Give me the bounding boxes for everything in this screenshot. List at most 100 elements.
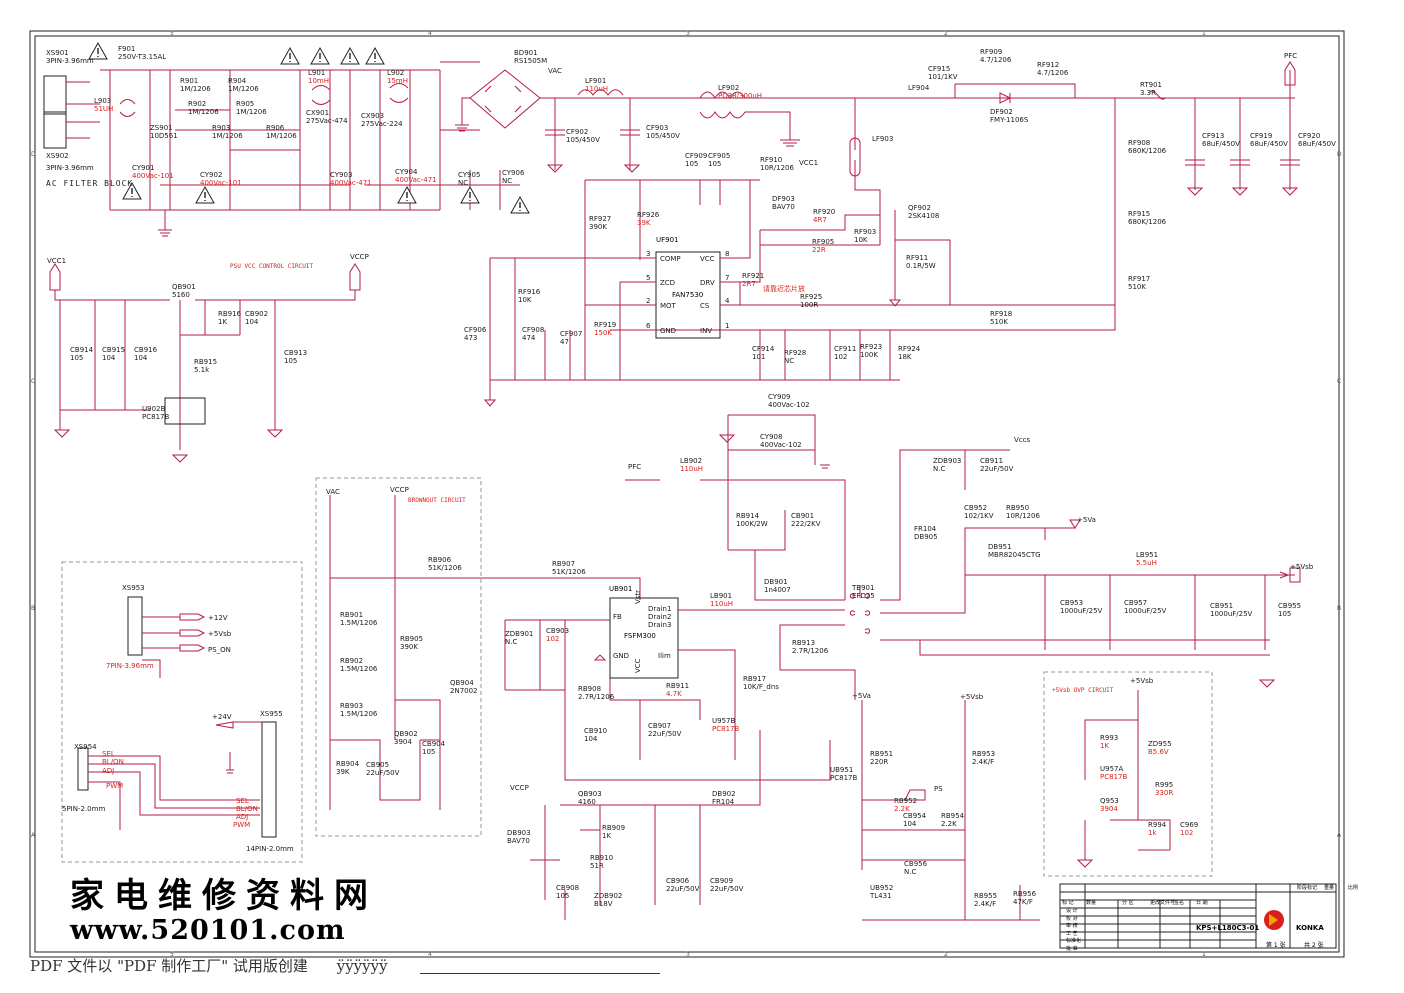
value-u957a: PC817B [1100, 773, 1127, 781]
ref-cb915: CB915 [102, 346, 125, 354]
uf901-pin-num: 5 [646, 274, 650, 282]
uf901-pin-inv: INV [700, 327, 712, 335]
ref-tb901: TB901 [851, 584, 874, 592]
schematic-labels: F901250V-T3.15ALL90351UHR9011M/1206R9021… [46, 45, 1336, 908]
value-rf916: 10K [518, 296, 532, 304]
value-cy908: 400Vac-102 [760, 441, 802, 449]
ref-cb914: CB914 [70, 346, 94, 354]
ref-rb953: RB953 [972, 750, 995, 758]
ub901-pin-drain2: Drain2 [648, 613, 671, 621]
net-adj: ADJ [102, 767, 114, 775]
ref-cb956: CB956 [904, 860, 928, 868]
ref-rb915: RB915 [194, 358, 217, 366]
zone-left-A: A [31, 832, 36, 839]
ref-rb909: RB909 [602, 824, 625, 832]
value-rf921: 2R7 [742, 280, 756, 288]
value-rb902: 1.5M/1206 [340, 665, 378, 673]
value-ub951: PC817B [830, 774, 857, 782]
net-pwm: PWM [106, 782, 123, 790]
ref-q953: Q953 [1100, 797, 1119, 805]
ref-cb909: CB909 [710, 877, 733, 885]
ref-cf913: CF913 [1202, 132, 1224, 140]
uf901-pin-num: 3 [646, 250, 650, 258]
value-bd901: RS1505M [514, 57, 547, 65]
ref-rb955: RB955 [974, 892, 997, 900]
value-rf909: 4.7/1206 [980, 56, 1012, 64]
value-cb902: 104 [245, 318, 259, 326]
value-r994: 1k [1148, 829, 1157, 837]
value-rf910: 10R/1206 [760, 164, 794, 172]
watermark-chinese: 家电维修资料网 [70, 876, 378, 916]
pdf-footer-text: PDF 文件以 "PDF 制作工厂" 试用版创建 [30, 957, 308, 975]
ref-rb951: RB951 [870, 750, 893, 758]
value-cb908: 105 [556, 892, 569, 900]
value-zs901: 10D561 [150, 132, 178, 140]
value-rf903: 10K [854, 236, 868, 244]
value-rb908: 2.7R/1206 [578, 693, 615, 701]
standby-wiring [329, 414, 1301, 921]
footer-underline [420, 973, 660, 974]
ref-cb911: CB911 [980, 457, 1003, 465]
ub901-pin-vcc: VCC [634, 658, 642, 673]
ref-cb957: CB957 [1124, 599, 1147, 607]
uf901-pin-num: 4 [725, 297, 730, 305]
ref-rf908: RF908 [1128, 139, 1150, 147]
ref-cb908: CB908 [556, 884, 579, 892]
ref-cx903: CX903 [361, 112, 384, 120]
ref-rf909: RF909 [980, 48, 1002, 56]
ref-u902b: U902B [142, 405, 165, 413]
warning-icon [310, 46, 330, 65]
value-r901: 1M/1206 [180, 85, 211, 93]
ref-rb952: RB952 [894, 797, 917, 805]
net-sel: SEL [102, 750, 115, 758]
zone-top-4: 4 [428, 30, 432, 37]
ref-df903: DF903 [772, 195, 795, 203]
ref-qb903: QB903 [578, 790, 602, 798]
warning-icon [122, 181, 142, 200]
ref-cf920: CF920 [1298, 132, 1320, 140]
value-r993: 1K [1100, 742, 1109, 750]
zone-left-D: D [31, 151, 36, 158]
warning-icon [510, 195, 530, 214]
ref-cy906: CY906 [502, 169, 525, 177]
ref-fr104: FR104 [914, 525, 937, 533]
value-rb915: 5.1k [194, 366, 210, 374]
ref-lb901: LB901 [710, 592, 732, 600]
net-vccp: VCCP [390, 486, 409, 494]
ref-xs953: XS953 [122, 584, 145, 592]
ref-cf903: CF903 [646, 124, 668, 132]
value-c969: 102 [1180, 829, 1193, 837]
net-vccp: VCCP [350, 253, 369, 261]
uf901-pin-gnd: GND [660, 327, 676, 335]
value-rt901: 3.3R [1140, 89, 1156, 97]
ref-lf904: LF904 [908, 84, 930, 92]
ref-rb950: RB950 [1006, 504, 1029, 512]
value-cf919: 68uF/450V [1250, 140, 1288, 148]
zone-top-3: 3 [686, 30, 690, 37]
value-cy905: NC [458, 179, 468, 187]
ref-db951: DB951 [988, 543, 1012, 551]
ref-lb951: LB951 [1136, 551, 1158, 559]
ref-cf902: CF902 [566, 128, 588, 136]
value-cy904: 400Vac-471 [395, 176, 437, 184]
zone-bottom-3: 3 [686, 951, 690, 958]
ref-cx901: CX901 [306, 109, 329, 117]
ref-cb901: CB901 [791, 512, 814, 520]
ref-rf928: RF928 [784, 349, 806, 357]
ref-r993: R993 [1100, 734, 1118, 742]
fsfm300-body [609, 597, 679, 679]
value-l902: 15mH [387, 77, 408, 85]
value-rf905: 22R [812, 246, 826, 254]
ref-rb956: RB956 [1013, 890, 1037, 898]
value-cy906: NC [502, 177, 512, 185]
ref-cf906: CF906 [464, 326, 487, 334]
ref-db903: DB903 [507, 829, 531, 837]
value-rb951: 220R [870, 758, 888, 766]
ref-l901: L901 [308, 69, 325, 77]
warning-icon [365, 46, 385, 65]
value-cb957: 1000uF/25V [1124, 607, 1167, 615]
ref-cf919: CF919 [1250, 132, 1272, 140]
warning-icon [460, 185, 480, 204]
value-rf911: 0.1R/5W [906, 262, 936, 270]
